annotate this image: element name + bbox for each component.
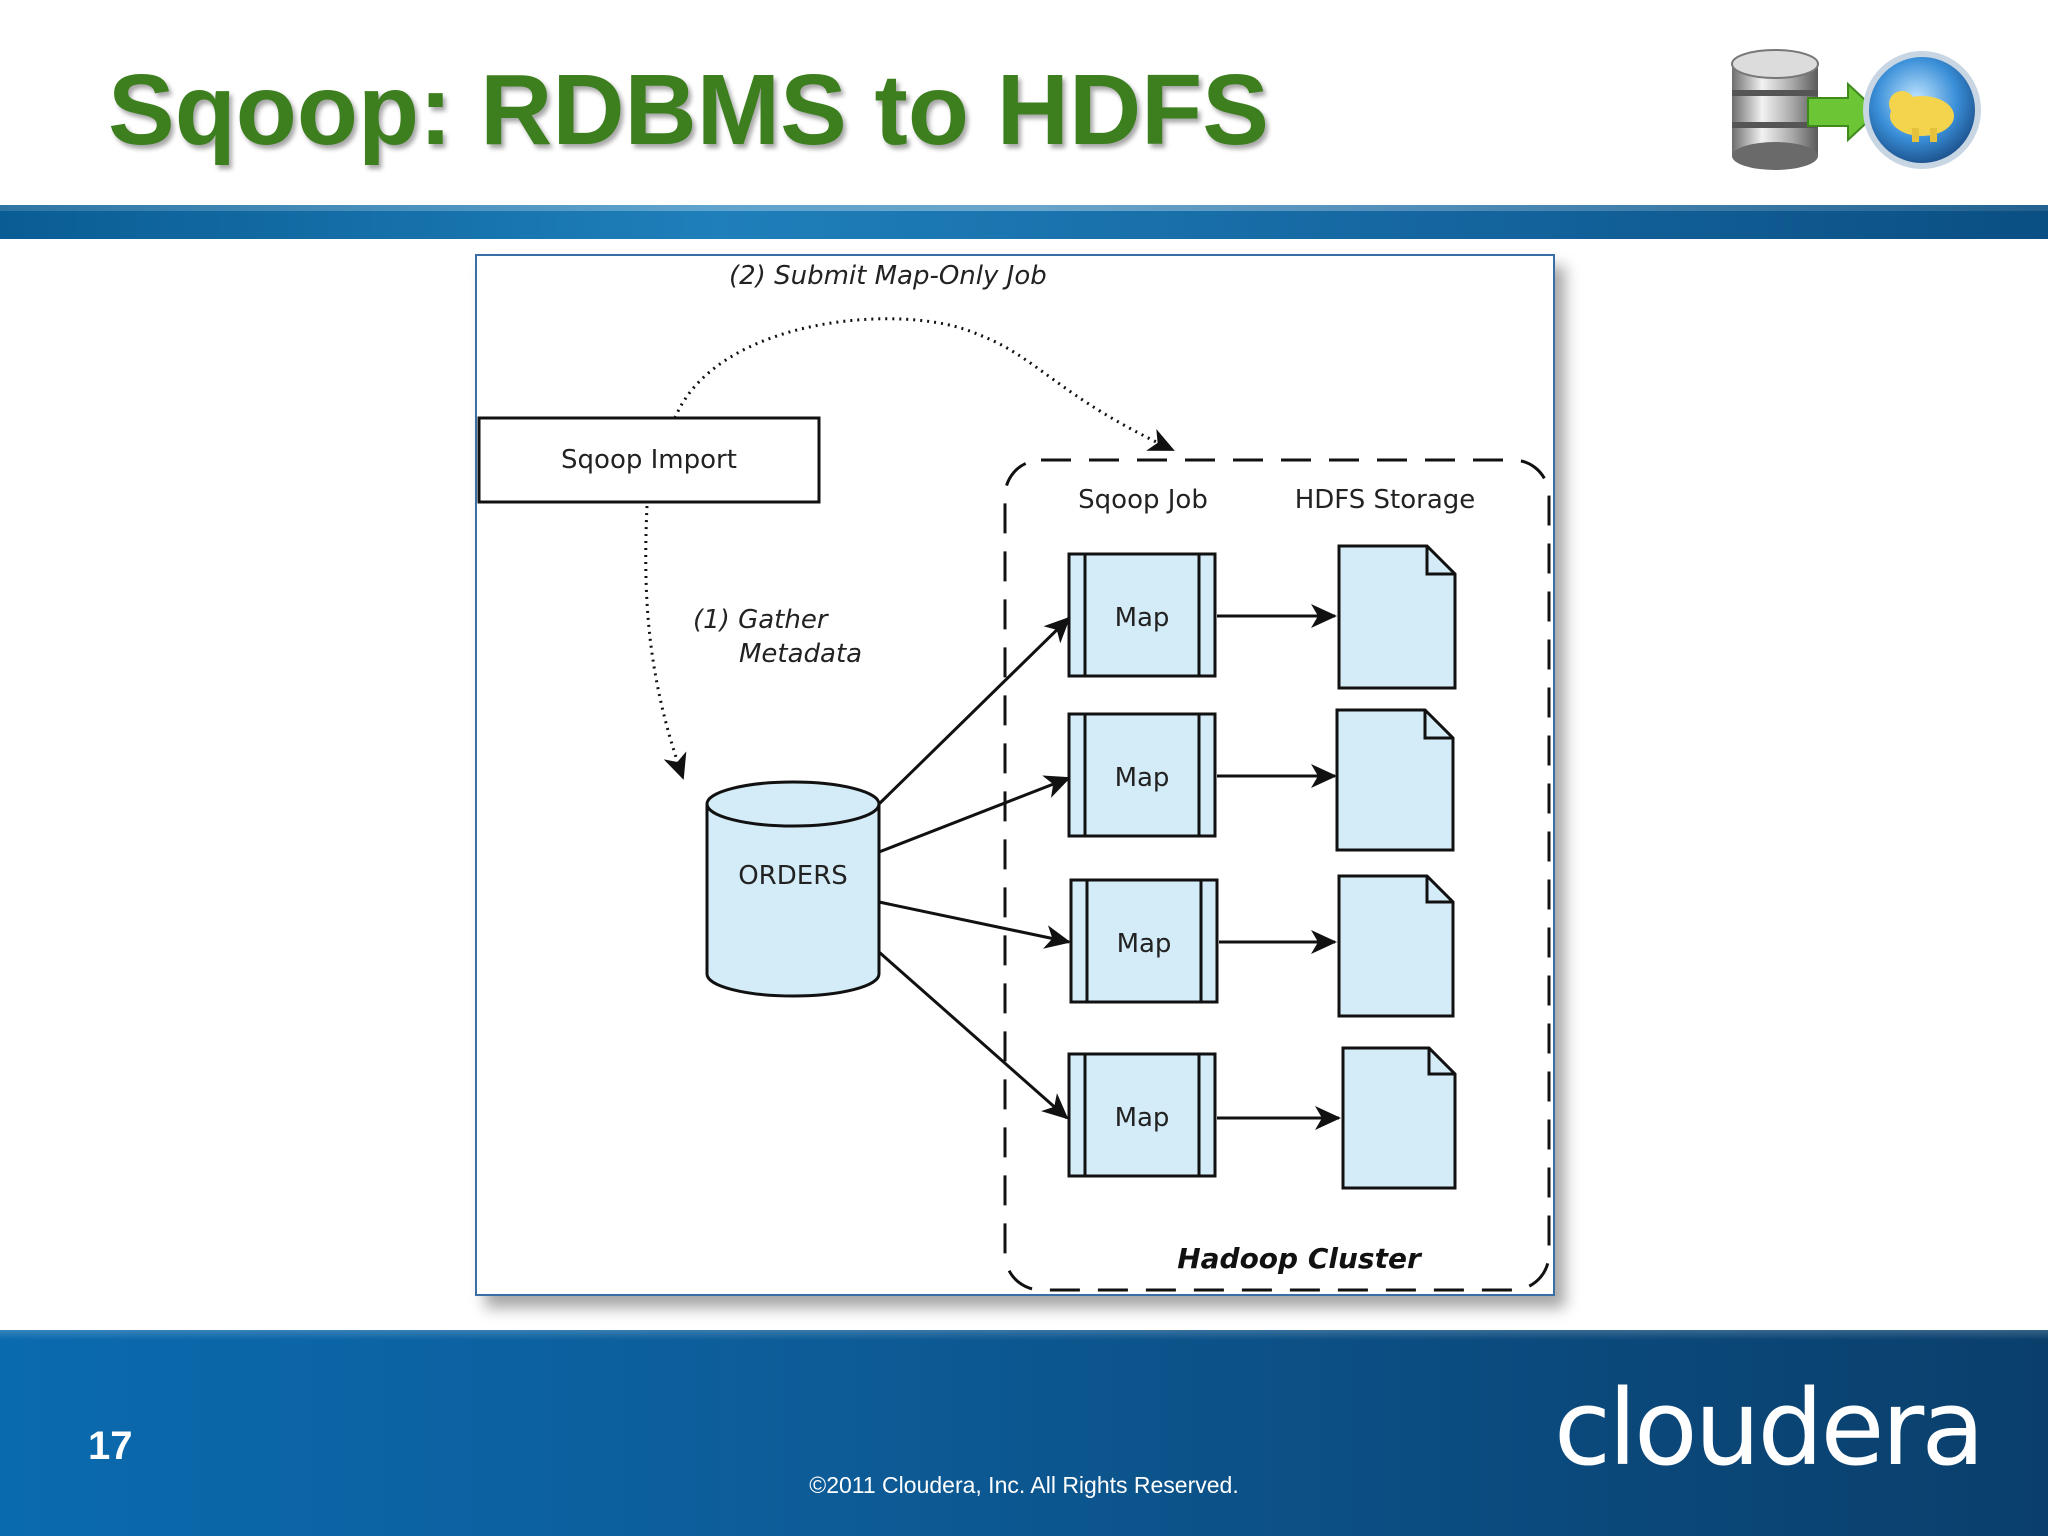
sqoop-job-header: Sqoop Job xyxy=(1078,485,1208,515)
hdfs-file-icon xyxy=(1341,1046,1457,1190)
copyright-notice: ©2011 Cloudera, Inc. All Rights Reserved… xyxy=(809,1472,1239,1498)
split-arrow-3 xyxy=(878,900,1071,949)
map-task: Map xyxy=(1067,1052,1217,1178)
gather-label-line1: (1) Gather xyxy=(693,605,830,635)
hdfs-storage-header: HDFS Storage xyxy=(1295,485,1476,515)
orders-label: ORDERS xyxy=(738,861,848,891)
map-task: Map xyxy=(1067,712,1217,838)
split-arrow-1 xyxy=(877,616,1071,806)
cloudera-logo: cloudera xyxy=(1553,1367,1985,1489)
footer-band xyxy=(0,1330,2048,1536)
map-label: Map xyxy=(1115,1103,1170,1133)
slide-title: Sqoop: RDBMS to HDFS xyxy=(108,54,1269,166)
database-to-hadoop-icon xyxy=(1731,49,1981,170)
hdfs-file-icon xyxy=(1337,544,1457,690)
gather-metadata-arrow xyxy=(644,505,687,780)
gather-label-line2: Metadata xyxy=(739,639,862,669)
hdfs-file-icon xyxy=(1335,708,1455,852)
orders-database: ORDERS xyxy=(705,780,881,998)
submit-job-label: (2) Submit Map-Only Job xyxy=(729,261,1047,291)
sqoop-import-diagram: (2) Submit Map-Only Job Sqoop Import (1)… xyxy=(475,254,1555,1296)
split-arrow-2 xyxy=(878,775,1071,854)
hdfs-file-icon xyxy=(1337,874,1455,1018)
map-label: Map xyxy=(1115,603,1170,633)
map-task: Map xyxy=(1069,878,1219,1004)
split-arrow-4 xyxy=(878,950,1069,1120)
map-label: Map xyxy=(1117,929,1172,959)
hadoop-cluster-label: Hadoop Cluster xyxy=(1177,1242,1423,1275)
header-band xyxy=(0,205,2048,239)
sqoop-import-label: Sqoop Import xyxy=(561,445,737,475)
page-number: 17 xyxy=(88,1424,133,1468)
sqoop-import-box: Sqoop Import xyxy=(477,416,821,504)
map-task: Map xyxy=(1067,552,1217,678)
map-label: Map xyxy=(1115,763,1170,793)
